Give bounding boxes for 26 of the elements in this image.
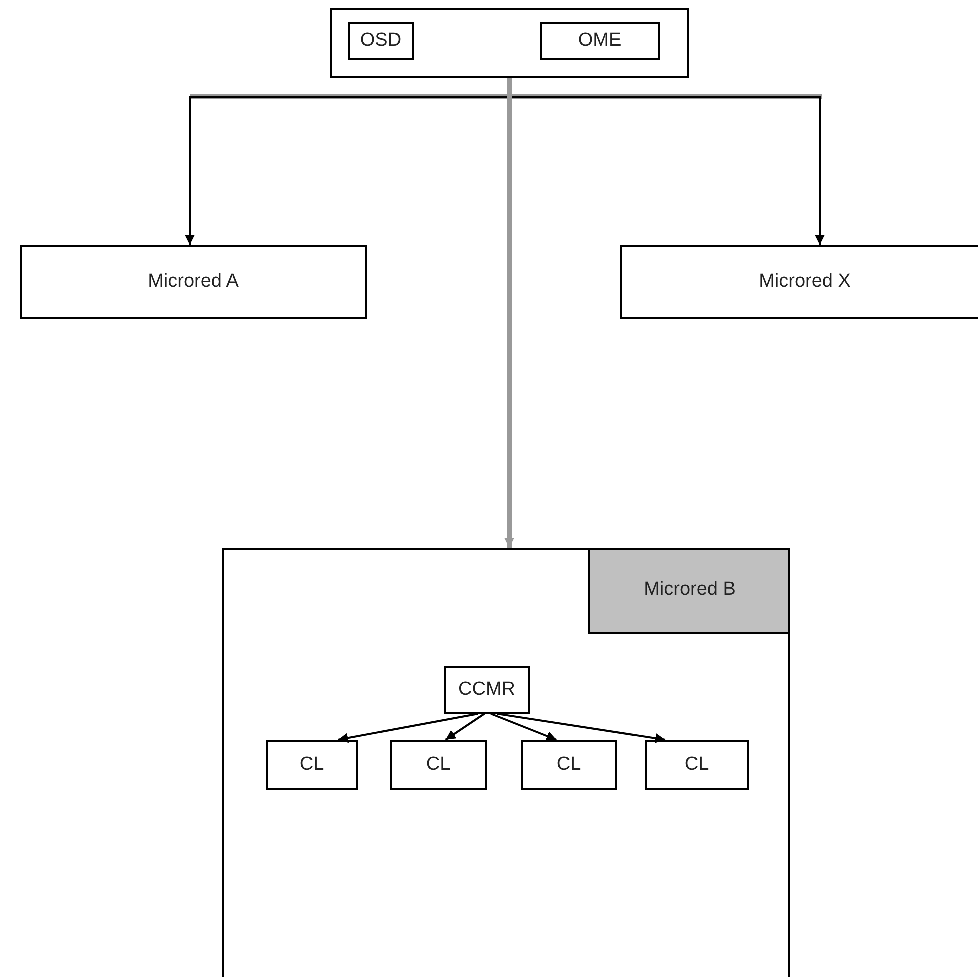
node-label: Microred B xyxy=(644,579,736,601)
node-label: Microred X xyxy=(759,271,851,293)
label-box xyxy=(444,666,530,714)
label-box xyxy=(521,740,617,790)
process-box xyxy=(620,245,978,319)
arrow xyxy=(490,713,558,741)
process-box xyxy=(20,245,367,319)
label-box xyxy=(390,740,487,790)
arrow xyxy=(497,713,666,744)
header-band xyxy=(588,550,788,634)
container-box xyxy=(330,8,689,78)
label-box xyxy=(645,740,749,790)
arrow xyxy=(504,78,514,548)
node-label: OME xyxy=(578,30,622,52)
container-box xyxy=(222,548,790,977)
node-label: CL xyxy=(684,754,710,776)
node-label: CL xyxy=(300,754,324,776)
label-box xyxy=(540,22,660,60)
label-box xyxy=(348,22,414,60)
label-box xyxy=(266,740,358,790)
node-label: Microred A xyxy=(148,271,239,293)
node-label: OSD xyxy=(360,30,402,52)
arrow xyxy=(445,713,486,741)
node-label: CL xyxy=(426,754,451,776)
node-label: CCMR xyxy=(458,679,516,701)
node-label: CL xyxy=(556,754,582,776)
